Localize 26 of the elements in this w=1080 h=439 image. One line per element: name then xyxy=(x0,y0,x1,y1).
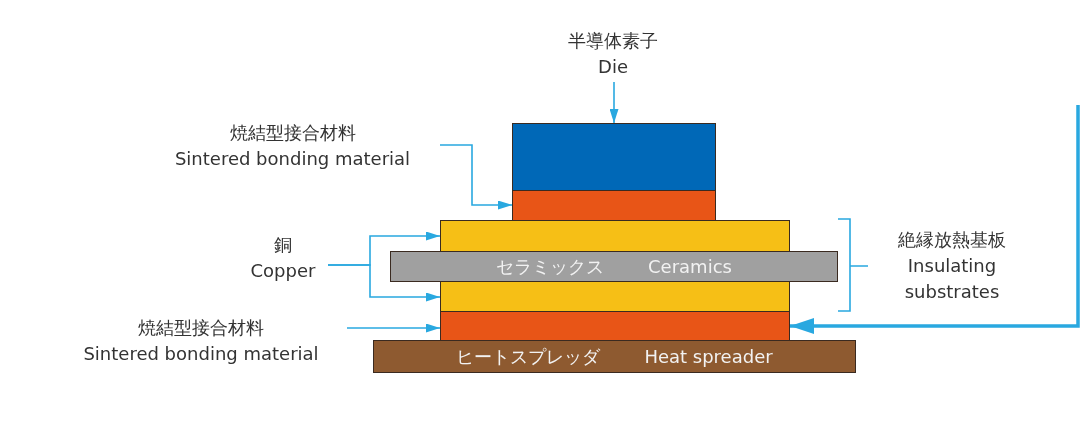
bonding-layer xyxy=(440,311,790,341)
part-label: 焼結型接合材料 xyxy=(229,121,356,145)
layer-label: ヒートスプレッダ xyxy=(456,344,601,369)
part-label: 半導体素子 xyxy=(568,29,658,53)
bonding-layer xyxy=(512,190,716,221)
ceramic-layer xyxy=(390,251,838,282)
part-label: Sintered bonding material xyxy=(174,147,411,171)
leader-arrow xyxy=(346,323,441,333)
part-label: Copper xyxy=(250,259,316,283)
copper-layer xyxy=(440,220,790,252)
part-label: 銅 xyxy=(274,233,292,257)
copper-layer xyxy=(440,281,790,312)
part-label: 焼結型接合材料 xyxy=(138,316,264,340)
part-label: Die xyxy=(598,55,628,79)
part-label: 絶縁放熱基板 xyxy=(898,228,1006,252)
leader-arrow xyxy=(439,144,513,210)
heat-flow-arrow xyxy=(790,105,1080,334)
part-label: Insulating substrates xyxy=(903,254,1001,304)
leader-arrow xyxy=(327,264,441,302)
layer-label: Heat spreader xyxy=(644,346,773,367)
layer-label: Ceramics xyxy=(648,256,732,277)
layer-label: セラミックス xyxy=(496,254,605,279)
leader-arrow xyxy=(609,81,619,124)
die-layer xyxy=(512,123,716,191)
heat-spreader-layer xyxy=(373,340,856,373)
part-label: Sintered bonding material xyxy=(83,342,319,366)
